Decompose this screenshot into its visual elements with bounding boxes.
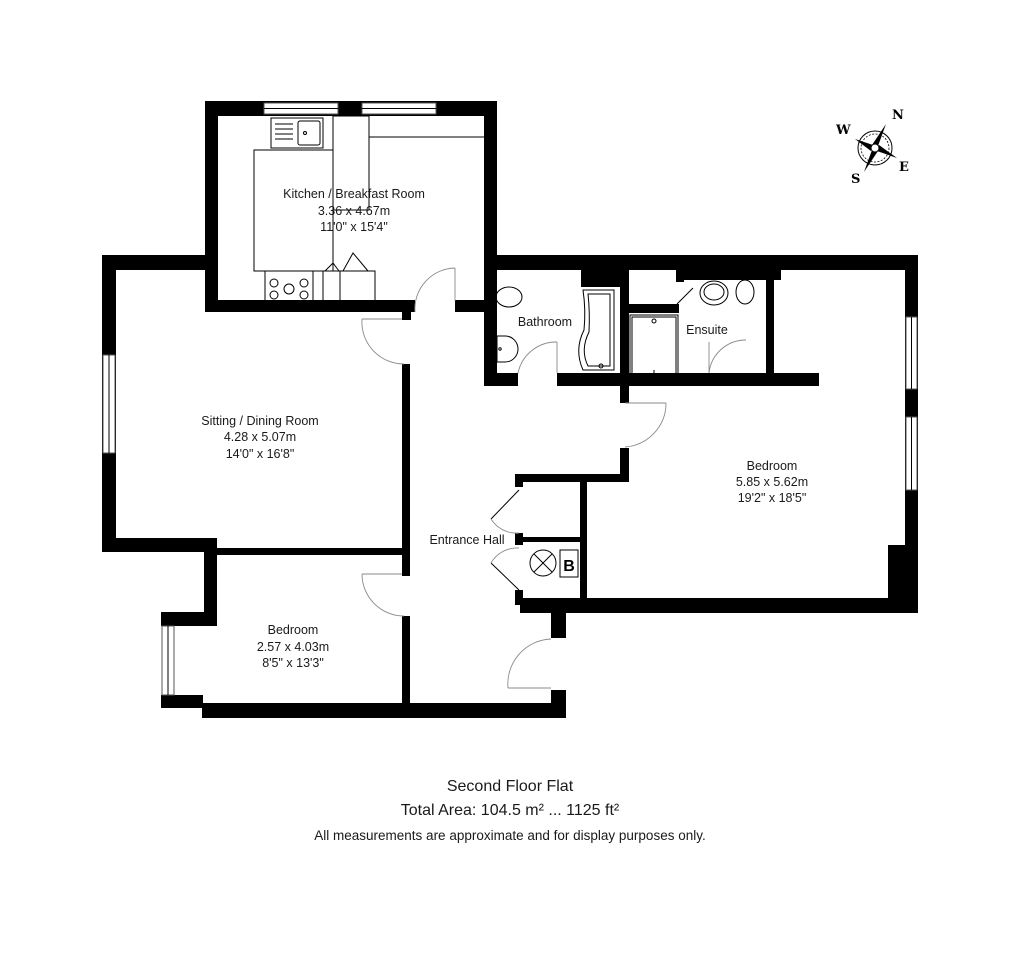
- sitting-label: Sitting / Dining Room 4.28 x 5.07m 14'0"…: [201, 414, 318, 461]
- compass-north: N: [892, 108, 904, 123]
- master-bedroom-label: Bedroom 5.85 x 5.62m 19'2" x 18'5": [736, 459, 808, 505]
- sitting-walls: [102, 255, 411, 613]
- bedroom2-walls: [161, 608, 566, 718]
- light-fixture-icon: [529, 549, 557, 577]
- room-metric: 3.36 x 4.67m: [318, 204, 390, 218]
- hob-icon: [264, 270, 314, 304]
- room-name: Bedroom: [747, 459, 798, 473]
- master-bedroom-door: [624, 402, 667, 448]
- ensuite-fixtures: [629, 279, 755, 378]
- kitchen-door: [414, 267, 456, 313]
- sitting-window: [102, 354, 116, 454]
- bathroom-fixtures: [495, 286, 615, 371]
- toilet-icon: [495, 286, 523, 308]
- bedroom2-label: Bedroom 2.57 x 4.03m 8'5" x 13'3": [257, 623, 329, 670]
- cupboard-doors: [490, 489, 520, 591]
- bedroom2-window: [161, 625, 175, 696]
- room-name: Bedroom: [268, 623, 319, 637]
- entrance-hall-label: Entrance Hall: [429, 533, 504, 547]
- ensuite-walls: [629, 270, 781, 386]
- shower-icon: [629, 314, 679, 378]
- ensuite-door: [708, 339, 747, 374]
- sink-icon: [270, 117, 324, 149]
- basin-icon: [699, 280, 729, 306]
- bath-icon: [578, 289, 615, 371]
- kitchen-fixtures: [253, 115, 484, 304]
- master-bedroom-walls: [515, 255, 918, 613]
- basin-icon: [496, 335, 519, 363]
- room-imperial: 19'2" x 18'5": [738, 491, 807, 505]
- room-imperial: 8'5" x 13'3": [262, 656, 324, 670]
- room-metric: 5.85 x 5.62m: [736, 475, 808, 489]
- boiler-icon: [559, 549, 579, 578]
- bathroom-door: [517, 341, 558, 374]
- compass-south: S: [851, 172, 860, 187]
- kitchen-windows: [263, 102, 437, 115]
- compass-west: W: [835, 123, 851, 138]
- boiler: B: [529, 549, 579, 578]
- kitchen-label: Kitchen / Breakfast Room 3.36 x 4.67m 11…: [283, 187, 425, 234]
- ensuite-label: Ensuite: [686, 323, 728, 337]
- bedroom2-door: [361, 573, 405, 617]
- room-metric: 4.28 x 5.07m: [224, 430, 296, 444]
- bathroom-label: Bathroom: [518, 315, 572, 329]
- floor-title: Second Floor Flat: [446, 778, 574, 795]
- room-name: Sitting / Dining Room: [201, 414, 318, 428]
- compass-rose-icon: N W E S: [835, 108, 909, 187]
- sitting-door: [361, 318, 405, 365]
- front-door: [507, 638, 552, 689]
- toilet-icon: [735, 279, 755, 305]
- compass-east: E: [899, 160, 909, 175]
- bathroom-walls: [484, 255, 918, 403]
- room-name: Kitchen / Breakfast Room: [283, 187, 425, 201]
- room-imperial: 11'0" x 15'4": [320, 220, 388, 234]
- total-area: Total Area: 104.5 m² ... 1125 ft²: [400, 802, 620, 819]
- room-metric: 2.57 x 4.03m: [257, 640, 329, 654]
- disclaimer: All measurements are approximate and for…: [314, 828, 706, 843]
- room-imperial: 14'0" x 16'8": [226, 447, 295, 461]
- boiler-label: B: [563, 558, 575, 575]
- master-bedroom-windows: [905, 316, 918, 491]
